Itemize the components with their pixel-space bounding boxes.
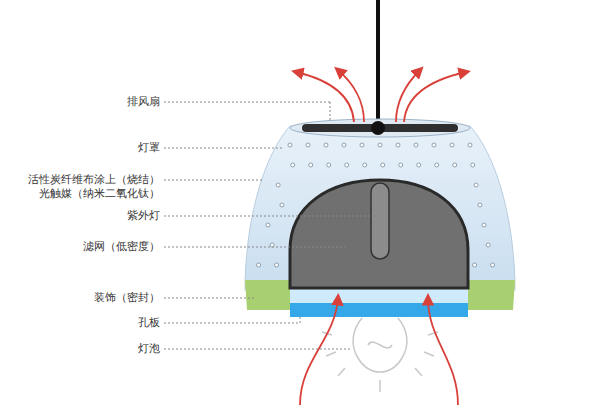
part-label: 装饰（密封） <box>94 291 160 305</box>
part-label: 灯泡 <box>138 342 160 356</box>
uv-lamp <box>371 183 389 259</box>
part-label: 滤网（低密度） <box>83 240 160 254</box>
filter-dome <box>290 180 468 288</box>
bulb <box>322 318 438 392</box>
part-label: 活性炭纤维布涂上（烧结） 光触媒（纳米二氧化钛） <box>20 173 160 201</box>
fan-hub <box>371 121 385 135</box>
part-label: 孔板 <box>138 316 160 330</box>
shade-opening <box>290 119 470 137</box>
part-label: 紫外灯 <box>127 209 160 223</box>
part-label: 灯罩 <box>138 141 160 155</box>
part-label: 排风扇 <box>127 95 160 109</box>
lamp-shade <box>245 126 515 290</box>
seal-decoration <box>466 280 515 310</box>
perforated-plate <box>290 303 468 317</box>
airflow-arrows <box>296 70 466 405</box>
hanging-rod <box>376 0 380 126</box>
leader-lines <box>164 102 370 349</box>
seal-decoration <box>245 280 292 310</box>
